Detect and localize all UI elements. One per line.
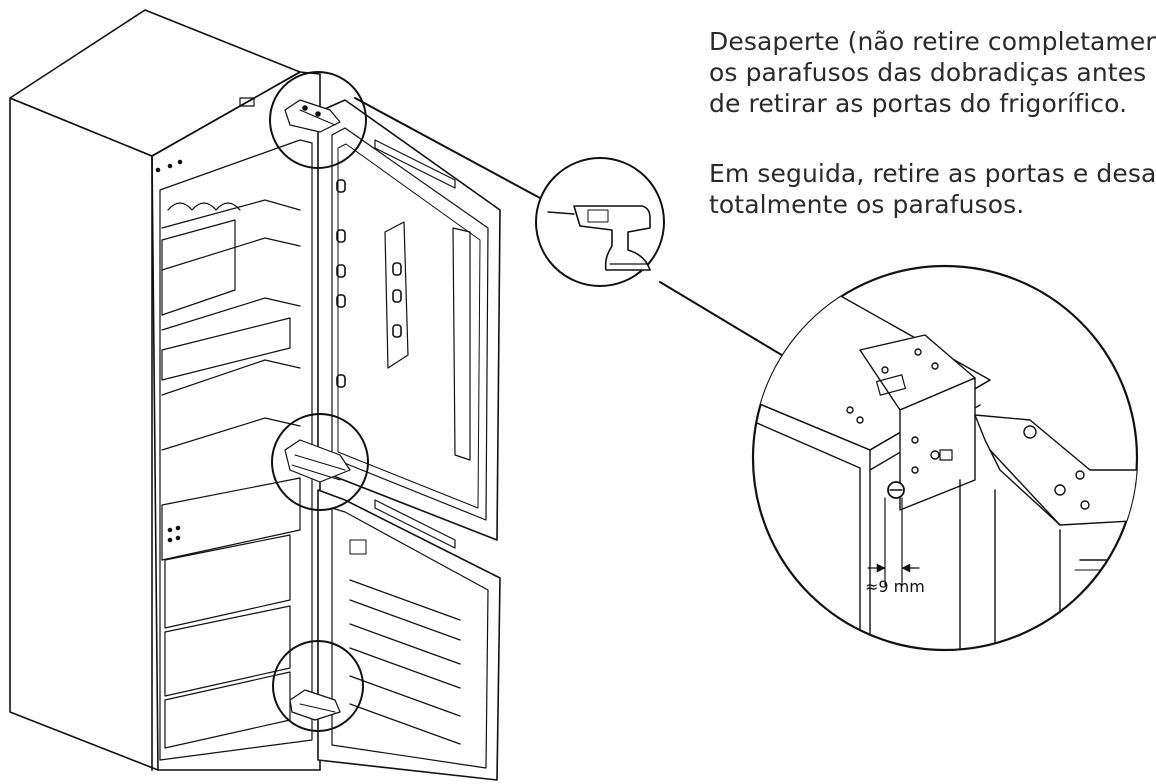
hinge-detail: ≈9 mm: [751, 264, 1139, 652]
fridge-cabinet: [9, 9, 321, 771]
upper-door: [317, 99, 501, 541]
hinge-callout-bottom: [272, 640, 364, 732]
instruction-paragraph-1: Desaperte (não retire completamen os par…: [709, 26, 1156, 119]
instruction-line: Desaperte (não retire completamen: [709, 27, 1156, 56]
hinge-callout-top: [269, 71, 367, 169]
instruction-line: os parafusos das dobradiças antes: [709, 58, 1147, 87]
drill-icon: [535, 157, 665, 287]
measurement-label: ≈9 mm: [865, 577, 925, 596]
hinge-callout-middle: [271, 413, 369, 511]
instruction-line: totalmente os parafusos.: [709, 190, 1025, 219]
callout-connector: [659, 281, 791, 361]
callout-connector: [354, 97, 541, 199]
instruction-paragraph-2: Em seguida, retire as portas e desa tota…: [709, 158, 1156, 220]
lower-door: [317, 489, 501, 781]
instruction-line: de retirar as portas do frigorífico.: [709, 89, 1128, 118]
instruction-line: Em seguida, retire as portas e desa: [709, 159, 1156, 188]
